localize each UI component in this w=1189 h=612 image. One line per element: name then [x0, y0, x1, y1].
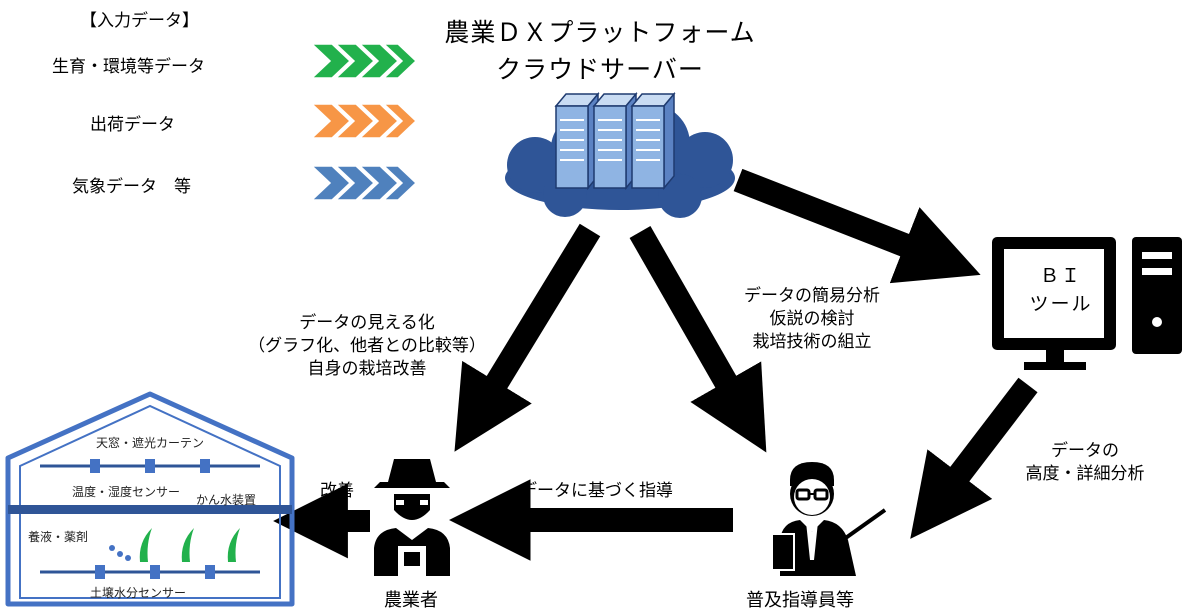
farmer-icon — [374, 459, 450, 576]
greenhouse-icon — [5, 391, 295, 607]
greenhouse-label-mid: 温度・湿度センサー — [72, 485, 181, 499]
platform-title-line1: 農業ＤＸプラットフォーム — [444, 18, 756, 47]
inputs-title: 【入力データ】 — [80, 11, 199, 31]
input-label-weather: 気象データ 等 — [72, 177, 191, 197]
arrow-cloud-to-farmer — [454, 223, 601, 452]
arrow-bi-to-advisor — [910, 377, 1038, 539]
note-improvement: 改善 — [320, 481, 354, 501]
farmer-label: 農業者 — [384, 590, 438, 611]
note-analysis-line2: 仮説の検討 — [769, 309, 855, 329]
note-analysis: データの簡易分析 仮説の検討 栽培技術の組立 — [712, 285, 912, 354]
greenhouse-label-irrigation: かん水装置 — [196, 493, 257, 507]
note-advanced: データの 高度・詳細分析 — [1000, 440, 1170, 486]
advisor-label: 普及指導員等 — [746, 590, 854, 611]
note-visualization: データの見える化 （グラフ化、他者との比較等） 自身の栽培改善 — [222, 312, 512, 381]
chevron-arrows-blue — [310, 165, 418, 201]
chevron-arrows-green — [310, 43, 418, 79]
greenhouse-label-top: 天窓・遮光カーテン — [96, 436, 205, 450]
note-visualization-line2: （グラフ化、他者との比較等） — [248, 336, 486, 356]
platform-title-line2: クラウドサーバー — [496, 55, 704, 84]
chevron-arrows-orange — [310, 103, 418, 139]
bi-tool-line2: ツール — [1029, 293, 1093, 315]
note-advanced-line2: 高度・詳細分析 — [1025, 464, 1145, 484]
platform-title: 農業ＤＸプラットフォーム クラウドサーバー — [420, 14, 780, 88]
server-icon — [554, 91, 676, 191]
bi-tool-line1: ＢＩ — [1039, 265, 1082, 287]
note-guidance: データに基づく指導 — [520, 481, 673, 501]
input-label-shipping: 出荷データ — [90, 115, 175, 135]
greenhouse-label-nutrient: 養液・薬剤 — [28, 530, 89, 544]
arrow-cloud-to-bi — [733, 168, 981, 284]
note-analysis-line3: 栽培技術の組立 — [752, 332, 872, 352]
computer-icon — [992, 237, 1182, 370]
bi-tool-label: ＢＩ ツール — [1016, 262, 1106, 318]
note-visualization-line1: データの見える化 — [299, 313, 435, 333]
advisor-icon — [771, 462, 887, 576]
arrow-cloud-to-advisor — [629, 226, 767, 453]
note-analysis-line1: データの簡易分析 — [744, 286, 880, 306]
note-visualization-line3: 自身の栽培改善 — [307, 359, 427, 379]
greenhouse-label-bottom: 土壌水分センサー — [90, 586, 187, 600]
input-label-growth: 生育・環境等データ — [52, 57, 205, 77]
note-advanced-line1: データの — [1051, 441, 1119, 461]
